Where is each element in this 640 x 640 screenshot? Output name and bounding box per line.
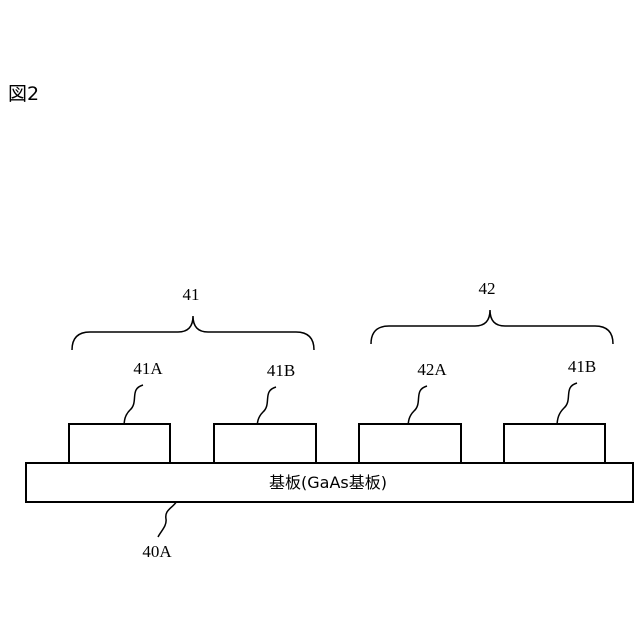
element-42a [359,424,461,463]
element-ref-41b-2: 41B [568,357,596,376]
leader-line-42a [408,386,427,429]
element-ref-42a: 42A [417,360,447,379]
element-41b [214,424,316,463]
substrate-label: 基板(GaAs基板) [269,473,387,492]
leader-line-41a [124,385,143,428]
group-ref-41: 41 [183,285,200,304]
group-ref-42: 42 [479,279,496,298]
group-brace-42 [371,310,613,344]
figure-label: 図2 [8,83,39,105]
element-ref-41a: 41A [133,359,163,378]
group-brace-41 [72,316,314,350]
element-ref-41b: 41B [267,361,295,380]
substrate-ref: 40A [142,542,172,561]
element-41b-2 [504,424,605,463]
element-41a [69,424,170,463]
leader-line-41b-2 [557,383,577,427]
